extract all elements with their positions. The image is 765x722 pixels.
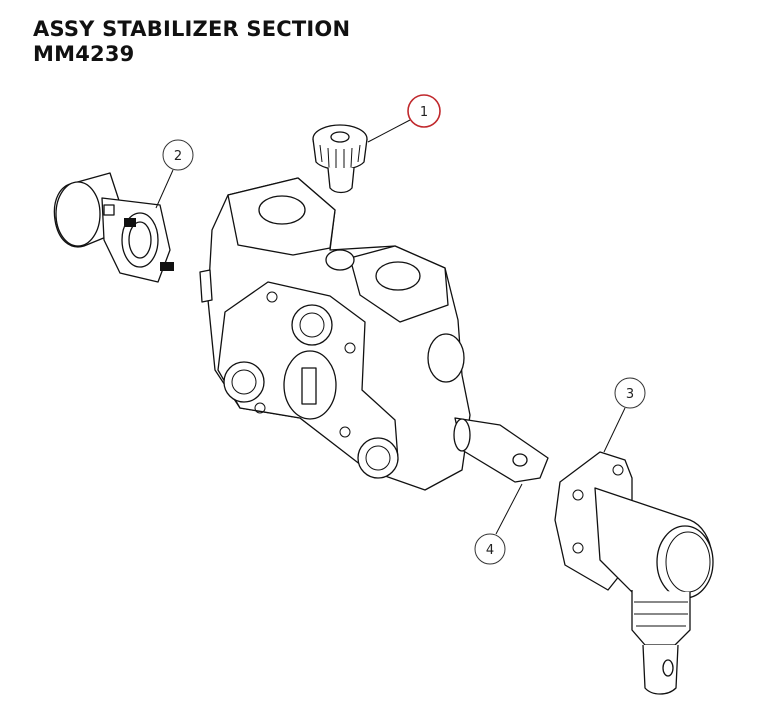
callout-1[interactable]: 1 — [367, 94, 441, 143]
part-number: MM4239 — [33, 42, 135, 66]
callout-3[interactable]: 3 — [603, 377, 646, 453]
callout-2-label: 2 — [174, 149, 182, 164]
callout-1-label: 1 — [420, 105, 428, 120]
callout-2[interactable]: 2 — [155, 139, 194, 209]
valve-body[interactable] — [199, 177, 471, 491]
part-2-end-cap[interactable] — [53, 172, 174, 283]
drawing-title: ASSY STABILIZER SECTION — [33, 17, 351, 41]
callout-4[interactable]: 4 — [474, 483, 523, 565]
part-4-spool[interactable] — [453, 417, 549, 483]
part-3-end-cap[interactable] — [554, 451, 714, 695]
part-1-plug[interactable] — [312, 124, 368, 194]
callout-4-label: 4 — [486, 543, 494, 558]
callout-3-label: 3 — [626, 387, 634, 402]
